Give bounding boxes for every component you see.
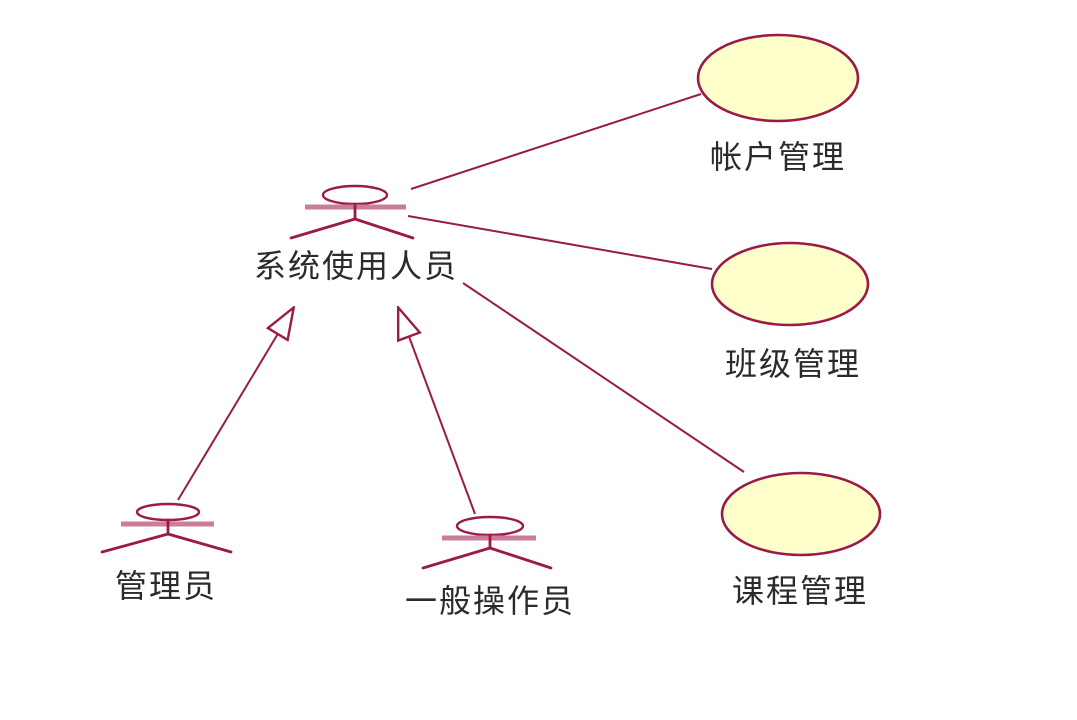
usecase-account-management: 帐户管理 [696, 33, 860, 175]
actor-head [135, 502, 201, 522]
usecase-class-management: 班级管理 [710, 241, 870, 382]
usecase-ellipse [710, 241, 870, 327]
actor-left-leg [100, 532, 170, 554]
actor-label-general-operator: 一般操作员 [405, 583, 575, 619]
usecase-course-management: 课程管理 [720, 471, 882, 609]
usecase-label-account-management: 帐户管理 [710, 139, 846, 175]
actor-left-leg [289, 217, 357, 240]
association-system-user-class-management [407, 215, 713, 270]
usecase-label-course-management: 课程管理 [732, 573, 868, 609]
actor-head [455, 515, 525, 537]
usecase-ellipse [696, 33, 860, 123]
actor-label-system-user: 系统使用人员 [254, 248, 458, 284]
association-system-user-course-management [462, 282, 745, 473]
actor-right-leg [353, 217, 415, 240]
usecase-label-class-management: 班级管理 [725, 346, 861, 382]
actor-right-leg [166, 532, 233, 554]
usecase-ellipse [720, 471, 882, 557]
generalization-general-operator-to-system-user [398, 307, 476, 515]
actor-administrator: 管理员 [100, 502, 233, 604]
actor-head [321, 184, 389, 206]
actor-left-leg [421, 546, 492, 570]
actor-general-operator: 一般操作员 [405, 515, 575, 619]
actor-right-leg [488, 546, 553, 570]
actor-label-administrator: 管理员 [115, 568, 217, 604]
actor-system-user: 系统使用人员 [254, 184, 458, 284]
association-system-user-account-management [410, 93, 702, 190]
generalization-administrator-to-system-user [177, 307, 294, 501]
